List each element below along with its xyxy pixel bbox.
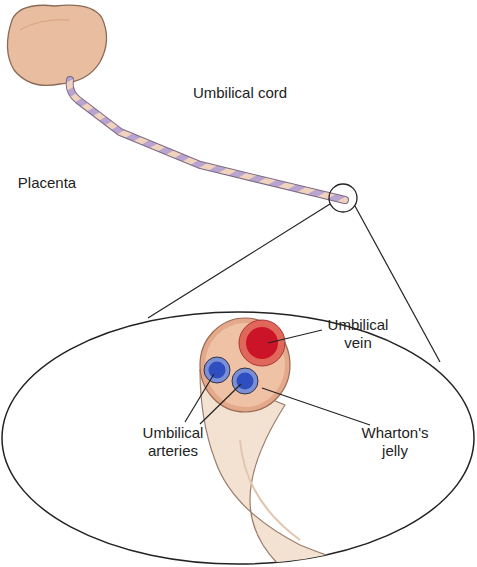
part-label: Umbilical arteries [128, 424, 218, 460]
part-label: Wharton's jelly [350, 424, 440, 460]
placenta-shading [20, 20, 70, 30]
cord-shading [240, 440, 300, 540]
part-label: Umbilical cord [170, 84, 310, 102]
part-label: Umbilical vein [318, 316, 398, 352]
cord-outline [70, 80, 345, 200]
artery-wall [204, 357, 230, 383]
magnify-line [148, 204, 330, 318]
vein-wall [239, 320, 285, 366]
leader-line [200, 384, 241, 424]
vein-lumen [246, 327, 278, 359]
artery-lumen [237, 373, 254, 390]
umbilical-cord [70, 80, 345, 200]
placenta-shape [7, 5, 106, 85]
part-label: Placenta [2, 174, 92, 192]
artery-lumen [209, 362, 226, 379]
leader-line [262, 388, 370, 425]
artery-wall [232, 368, 258, 394]
leader-line [268, 330, 322, 343]
magnify-circle [329, 184, 357, 212]
cord-cross-section [200, 318, 290, 412]
